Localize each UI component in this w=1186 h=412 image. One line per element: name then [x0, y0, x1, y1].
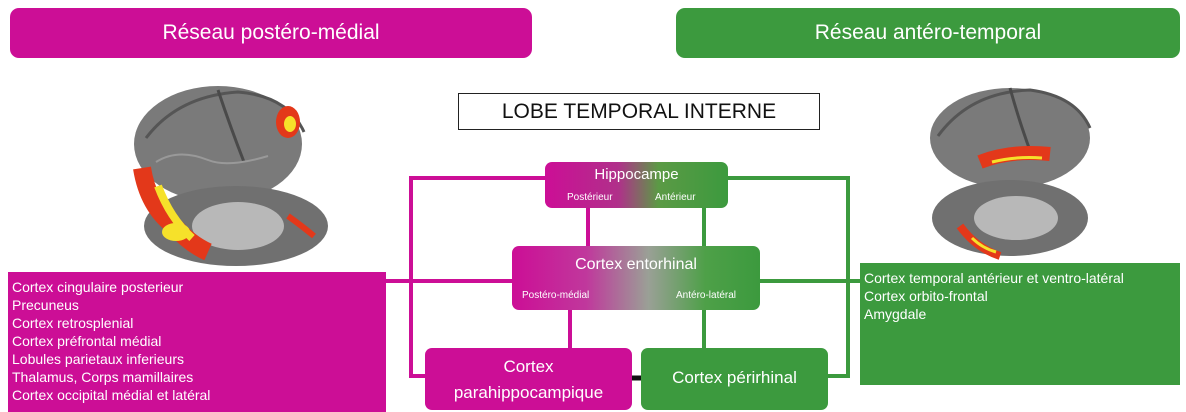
entorhinal-anterolateral-label: Antéro-latéral — [676, 290, 737, 301]
hippocampe-label: Hippocampe — [594, 166, 679, 183]
list-item: Cortex préfrontal médial — [12, 333, 162, 349]
lobe-temporal-interne-title: LOBE TEMPORAL INTERNE — [458, 93, 820, 130]
hippocampe-posterieur-label: Postérieur — [567, 192, 613, 203]
node-hippocampe: Hippocampe Postérieur Antérieur — [545, 162, 728, 208]
perirhinal-label: Cortex périrhinal — [672, 368, 797, 387]
entorhinal-posteromedial-label: Postéro-médial — [522, 290, 590, 301]
list-item: Cortex occipital médial et latéral — [12, 387, 211, 403]
header-anterotemporal: Réseau antéro-temporal — [676, 8, 1180, 58]
parahippocampique-line1: Cortex — [503, 357, 554, 376]
list-item: Cortex retrosplenial — [12, 315, 134, 331]
list-item: Thalamus, Corps mamillaires — [12, 369, 194, 385]
entorhinal-label: Cortex entorhinal — [575, 256, 697, 273]
list-item: Precuneus — [12, 297, 79, 313]
posteromedial-regions-list: Cortex cingulaire posterieur Precuneus C… — [8, 272, 386, 412]
list-item: Lobules parietaux inferieurs — [12, 351, 184, 367]
brain-right-icon — [930, 87, 1092, 260]
node-cortex-perirhinal: Cortex périrhinal — [641, 348, 828, 410]
node-cortex-parahippocampique: Cortex parahippocampique — [425, 348, 632, 410]
node-cortex-entorhinal: Cortex entorhinal Postéro-médial Antéro-… — [512, 246, 760, 310]
hippocampe-anterieur-label: Antérieur — [655, 192, 696, 203]
list-item: Amygdale — [864, 306, 927, 322]
list-item: Cortex orbito-frontal — [864, 288, 988, 304]
brain-left-icon — [133, 86, 328, 266]
list-item: Cortex temporal antérieur et ventro-laté… — [864, 270, 1124, 286]
parahippocampique-line2: parahippocampique — [453, 383, 604, 402]
list-item: Cortex cingulaire posterieur — [12, 279, 184, 295]
anterotemporal-regions-list: Cortex temporal antérieur et ventro-laté… — [860, 263, 1180, 385]
header-posteromedial: Réseau postéro-médial — [10, 8, 532, 58]
